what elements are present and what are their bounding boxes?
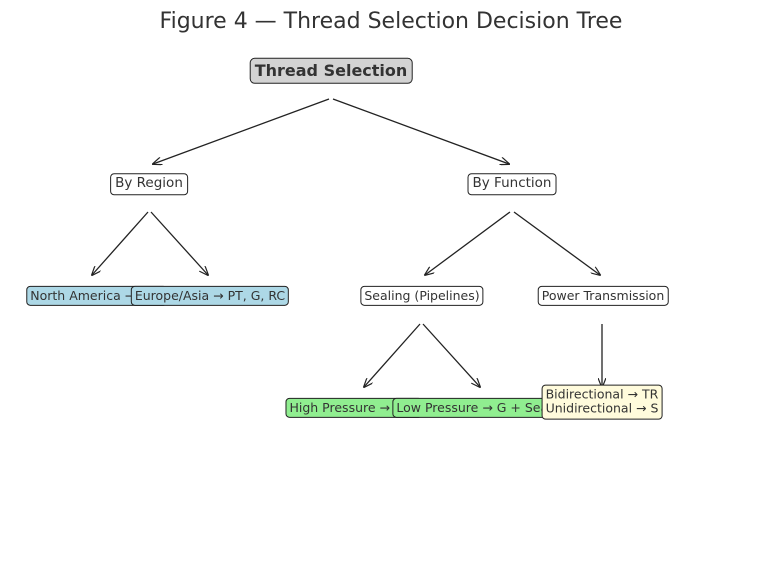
- motion-line-unidirectional: Unidirectional → S: [545, 401, 659, 416]
- node-by-region: By Region: [110, 173, 188, 195]
- node-low-pressure: Low Pressure → G + Seal: [392, 397, 556, 419]
- node-thread-selection: Thread Selection: [249, 57, 413, 85]
- edge-root-to-by-region: [153, 98, 330, 164]
- node-high-pressure: High Pressure → NPT: [285, 397, 423, 419]
- edge-sealing-to-low-pressure: [422, 323, 480, 387]
- node-by-function: By Function: [467, 173, 557, 195]
- edge-by-function-to-power: [513, 211, 600, 275]
- edge-by-region-to-north-america: [92, 211, 149, 275]
- node-power-transmission: Power Transmission: [537, 285, 669, 307]
- edge-sealing-to-high-pressure: [364, 323, 421, 387]
- node-motion-direction: Bidirectional → TR Unidirectional → S: [541, 384, 663, 420]
- edge-by-function-to-sealing: [425, 211, 511, 275]
- edge-by-region-to-europe-asia: [150, 211, 208, 275]
- node-sealing-pipelines: Sealing (Pipelines): [360, 285, 484, 307]
- node-europe-asia: Europe/Asia → PT, G, RC: [130, 285, 290, 307]
- diagram-title: Figure 4 — Thread Selection Decision Tre…: [159, 9, 623, 34]
- motion-line-bidirectional: Bidirectional → TR: [545, 386, 659, 402]
- edge-root-to-by-function: [332, 98, 509, 164]
